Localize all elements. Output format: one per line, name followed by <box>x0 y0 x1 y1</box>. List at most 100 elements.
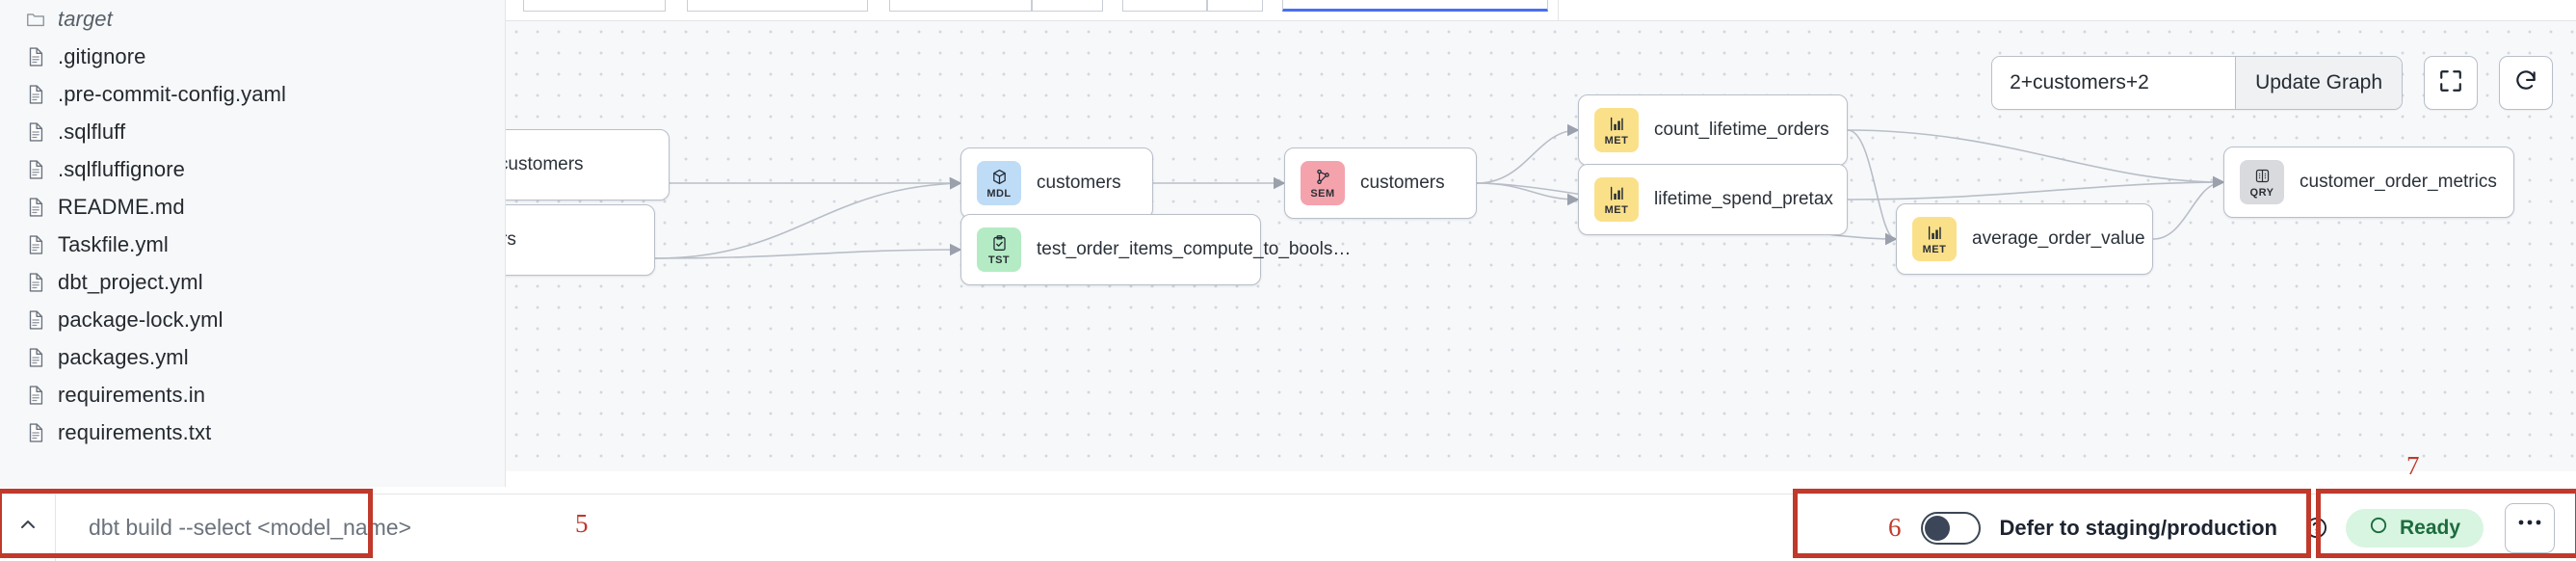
dbt-command-input[interactable]: dbt build --select <model_name> <box>89 515 411 540</box>
graph-node-label: orders <box>506 229 516 250</box>
graph-node-customers_mdl[interactable]: MDL customers <box>960 147 1153 219</box>
help-circle-icon[interactable] <box>2304 516 2328 540</box>
file-icon <box>25 309 58 331</box>
node-type-code: MET <box>1922 243 1947 255</box>
graph-node-stg_customers[interactable]: stg_customers <box>506 129 670 200</box>
file-list-item[interactable]: .sqlfluff <box>0 113 505 150</box>
editor-tab-stub[interactable] <box>1207 0 1263 12</box>
file-list-item[interactable]: target <box>0 0 505 38</box>
graph-selector-input[interactable]: 2+customers+2 <box>1992 57 2236 109</box>
fit-view-button[interactable] <box>2424 56 2478 110</box>
fullscreen-icon <box>2438 68 2463 98</box>
circle-icon <box>2369 516 2388 541</box>
file-icon <box>25 159 58 180</box>
refresh-graph-button[interactable] <box>2499 56 2553 110</box>
annotation-label-6: 6 <box>1888 513 1902 542</box>
file-icon <box>25 84 58 105</box>
editor-tab-stub[interactable] <box>889 0 1032 12</box>
chevron-up-icon <box>16 514 39 542</box>
file-list-item[interactable]: .gitignore <box>0 38 505 75</box>
graph-edges <box>654 123 2225 259</box>
more-options-button[interactable] <box>2505 502 2555 553</box>
editor-tab-stub[interactable] <box>523 0 666 12</box>
graph-toolbar: 2+customers+2 Update Graph <box>1991 56 2553 110</box>
clipboard-check-icon <box>990 234 1009 254</box>
node-type-code: MET <box>1604 203 1629 216</box>
bar-chart-icon <box>1926 224 1944 243</box>
file-explorer-sidebar: target .gitignore .pre-commit-config.yaml.… <box>0 0 506 487</box>
graph-node-label: customers <box>1360 173 1445 193</box>
graph-node-test_order_items[interactable]: TST test_order_items_compute_to_bools… <box>960 214 1351 285</box>
graph-node-customer_order_metrics[interactable]: QRY customer_order_metrics <box>2223 147 2514 218</box>
node-type-code: QRY <box>2249 186 2274 199</box>
editor-tab-strip <box>506 0 2576 21</box>
editor-tab-stub[interactable] <box>1122 0 1207 12</box>
node-type-code: MDL <box>986 187 1012 200</box>
file-list-item[interactable]: requirements.txt <box>0 414 505 451</box>
file-list-item[interactable]: dbt_project.yml <box>0 263 505 301</box>
status-badge-label: Ready <box>2399 516 2460 539</box>
graph-node-label: count_lifetime_orders <box>1654 120 1829 140</box>
file-list-item[interactable]: package-lock.yml <box>0 301 505 338</box>
file-icon <box>25 385 58 406</box>
graph-node-orders[interactable]: orders <box>506 204 655 276</box>
editor-tab-stub[interactable] <box>687 0 868 12</box>
expand-terminal-button[interactable] <box>0 494 56 561</box>
file-list-item[interactable]: .sqlfluffignore <box>0 150 505 188</box>
folder-icon <box>25 9 58 30</box>
graph-node-customers_sem[interactable]: SEM customers <box>1284 147 1477 219</box>
file-icon <box>25 422 58 443</box>
status-control-group: Ready <box>2345 502 2576 553</box>
file-icon <box>25 272 58 293</box>
file-list-item[interactable]: requirements.in <box>0 376 505 414</box>
node-type-badge-qry: QRY <box>2240 160 2284 204</box>
file-icon <box>25 197 58 218</box>
graph-selector-combo: 2+customers+2 Update Graph <box>1991 56 2403 110</box>
editor-tab-stub-active[interactable] <box>1282 0 1548 12</box>
update-graph-button[interactable]: Update Graph <box>2235 57 2402 109</box>
file-name: .sqlfluffignore <box>58 156 185 181</box>
graph-node-label: customer_order_metrics <box>2300 172 2497 192</box>
bar-chart-icon <box>1608 184 1626 203</box>
file-name: target <box>58 6 113 31</box>
node-type-badge-met: MET <box>1594 177 1639 222</box>
defer-toggle[interactable] <box>1920 511 1981 545</box>
file-list-item[interactable]: Taskfile.yml <box>0 226 505 263</box>
file-list-item[interactable]: packages.yml <box>0 338 505 376</box>
graph-node-label: stg_customers <box>506 154 584 174</box>
file-name: packages.yml <box>58 344 189 369</box>
status-badge[interactable]: Ready <box>2345 508 2484 548</box>
node-type-code: SEM <box>1310 187 1335 200</box>
file-name: README.md <box>58 194 185 219</box>
editor-tab-stub[interactable] <box>1032 0 1103 12</box>
refresh-icon <box>2513 68 2538 98</box>
file-list-item[interactable]: .pre-commit-config.yaml <box>0 75 505 113</box>
file-list-item[interactable]: README.md <box>0 188 505 226</box>
defer-toggle-label: Defer to staging/production <box>1999 515 2277 540</box>
file-name: .sqlfluff <box>58 119 126 144</box>
file-name: requirements.in <box>58 382 206 407</box>
node-type-badge-met: MET <box>1912 217 1957 261</box>
bar-chart-icon <box>1608 115 1626 134</box>
semantic-graph-icon <box>1314 168 1332 187</box>
node-type-badge-mdl: MDL <box>977 161 1021 205</box>
graph-node-label: test_order_items_compute_to_bools… <box>1037 239 1352 259</box>
defer-control-group: 6 Defer to staging/production <box>1888 511 2346 545</box>
file-name: .pre-commit-config.yaml <box>58 81 287 106</box>
node-type-badge-met: MET <box>1594 108 1639 152</box>
file-icon <box>25 46 58 67</box>
tab-strip-divider <box>1558 0 1559 21</box>
file-name: dbt_project.yml <box>58 269 203 294</box>
file-icon <box>25 234 58 255</box>
command-bar: dbt build --select <model_name> 6 Defer … <box>0 494 2576 561</box>
graph-node-count_lifetime_orders[interactable]: MET count_lifetime_orders <box>1578 94 1848 166</box>
node-type-code: TST <box>987 254 1011 266</box>
graph-node-label: customers <box>1037 173 1121 193</box>
node-type-badge-tst: TST <box>977 227 1021 272</box>
ellipsis-icon <box>2516 518 2543 527</box>
query-icon <box>2253 167 2272 186</box>
